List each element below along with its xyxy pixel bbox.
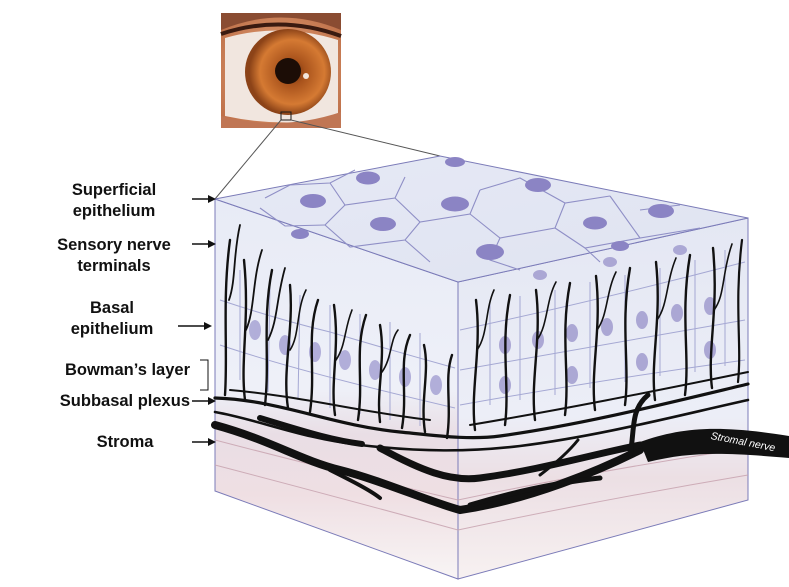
eye-photo-icon (221, 13, 341, 128)
label-bowmans-layer: Bowman’s layer (20, 360, 190, 381)
label-sensory-line-1: Sensory nerve (34, 235, 194, 256)
label-stroma: Stroma (70, 432, 180, 453)
bowmans-layer-bracket (200, 360, 208, 390)
label-basal-line-1: Basal (48, 298, 176, 319)
label-superficial-epithelium: Superficial epithelium (44, 180, 184, 222)
zoom-line-right (291, 120, 440, 156)
label-subbasal-plexus: Subbasal plexus (12, 391, 190, 412)
label-superficial-line-2: epithelium (44, 201, 184, 222)
label-sensory-line-2: terminals (34, 256, 194, 277)
label-basal-epithelium: Basal epithelium (48, 298, 176, 340)
label-superficial-line-1: Superficial (44, 180, 184, 201)
zoom-line-left (215, 120, 281, 199)
label-sensory-nerve-terminals: Sensory nerve terminals (34, 235, 194, 277)
label-basal-line-2: epithelium (48, 319, 176, 340)
